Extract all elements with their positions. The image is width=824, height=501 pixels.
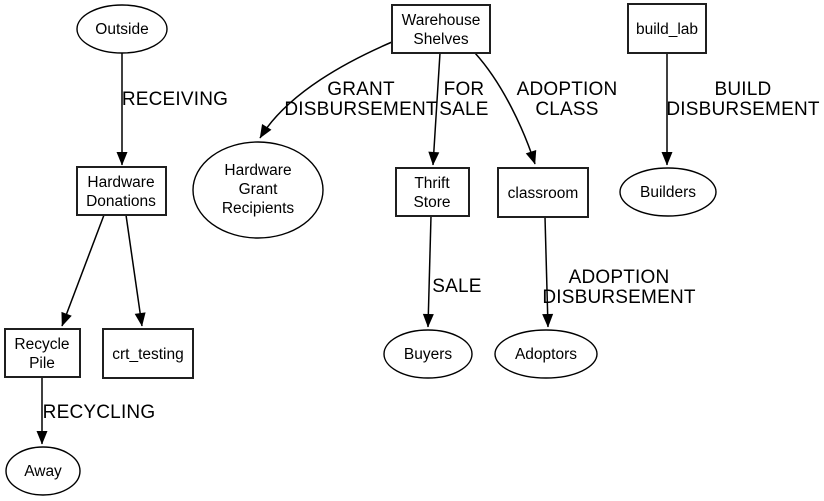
edge-hardware-donations-to-recycle-pile [61, 214, 105, 327]
edge-label-sale: SALE [432, 276, 481, 297]
node-build-lab: build_lab [627, 3, 707, 54]
node-thrift-store: Thrift Store [395, 167, 470, 217]
nodes-layer: Outside Hardware Donations Recycle Pile … [4, 3, 717, 496]
node-away: Away [5, 446, 81, 496]
node-builders: Builders [619, 167, 717, 217]
node-thrift-store-label-line1: Thrift [414, 175, 450, 192]
node-warehouse-shelves-label-line2: Shelves [413, 31, 468, 48]
node-hardware-donations-shape [76, 166, 167, 216]
node-buyers: Buyers [383, 329, 473, 379]
node-buyers-shape [383, 329, 473, 379]
node-build-lab-shape [627, 3, 707, 54]
edge-label-adoption-disbursement-line1: ADOPTION [569, 267, 670, 288]
node-buyers-label: Buyers [404, 346, 452, 363]
node-warehouse-shelves-label-line1: Warehouse [402, 12, 481, 29]
node-away-label: Away [24, 463, 62, 480]
edge-hardware-donations-to-crt-testing [125, 214, 146, 327]
edge-label-adoption-class-line2: CLASS [535, 99, 598, 120]
edge-label-grant-disbursement-line2: DISBURSEMENT [284, 99, 438, 120]
node-hardware-donations-label-line1: Hardware [87, 174, 154, 191]
node-hardware-grant-recipients-label-line3: Recipients [222, 200, 295, 217]
edge-label-receiving: RECEIVING [122, 89, 228, 110]
node-builders-shape [619, 167, 717, 217]
edge-warehouse-to-grant-recipients [259, 41, 393, 139]
node-adoptors-shape [494, 329, 598, 379]
node-hardware-grant-recipients-shape [192, 141, 324, 239]
node-crt-testing: crt_testing [102, 328, 194, 379]
edge-labels-layer: RECEIVING GRANT DISBURSEMENT FOR SALE AD… [43, 79, 820, 423]
node-warehouse-shelves-shape [391, 4, 491, 54]
edge-label-build-disbursement-line1: BUILD [715, 79, 772, 100]
edge-label-adoption-disbursement-line2: DISBURSEMENT [542, 287, 696, 308]
node-adoptors-label: Adoptors [515, 346, 577, 363]
node-builders-label: Builders [640, 184, 696, 201]
node-classroom-shape [497, 167, 589, 218]
edges-layer [36, 41, 673, 445]
node-recycle-pile: Recycle Pile [4, 328, 81, 378]
node-outside-label: Outside [95, 21, 148, 38]
node-build-lab-label: build_lab [636, 21, 698, 38]
node-classroom: classroom [497, 167, 589, 218]
edge-label-for-sale-line1: FOR [444, 79, 485, 100]
edge-label-grant-disbursement-line1: GRANT [327, 79, 395, 100]
node-classroom-label: classroom [508, 185, 579, 202]
node-crt-testing-shape [102, 328, 194, 379]
edge-classroom-to-adoptors [542, 216, 554, 328]
node-recycle-pile-shape [4, 328, 81, 378]
edge-label-build-disbursement-line2: DISBURSEMENT [666, 99, 820, 120]
edge-thrift-store-to-buyers [422, 215, 434, 328]
node-outside: Outside [76, 4, 168, 54]
edge-warehouse-to-classroom [474, 52, 537, 165]
node-hardware-grant-recipients-label-line2: Grant [239, 181, 278, 198]
node-warehouse-shelves: Warehouse Shelves [391, 4, 491, 54]
node-crt-testing-label: crt_testing [112, 346, 184, 363]
node-hardware-donations-label-line2: Donations [86, 193, 156, 210]
node-recycle-pile-label-line1: Recycle [14, 336, 69, 353]
node-away-shape [5, 446, 81, 496]
node-hardware-grant-recipients-label-line1: Hardware [224, 162, 291, 179]
node-hardware-grant-recipients: Hardware Grant Recipients [192, 141, 324, 239]
node-hardware-donations: Hardware Donations [76, 166, 167, 216]
edge-label-recycling: RECYCLING [43, 402, 156, 423]
node-outside-shape [76, 4, 168, 54]
node-thrift-store-shape [395, 167, 470, 217]
node-recycle-pile-label-line2: Pile [29, 355, 55, 372]
edge-label-adoption-class-line1: ADOPTION [517, 79, 618, 100]
edge-warehouse-to-thrift-store [428, 52, 441, 166]
node-thrift-store-label-line2: Store [413, 194, 450, 211]
node-adoptors: Adoptors [494, 329, 598, 379]
edge-label-for-sale-line2: SALE [439, 99, 488, 120]
